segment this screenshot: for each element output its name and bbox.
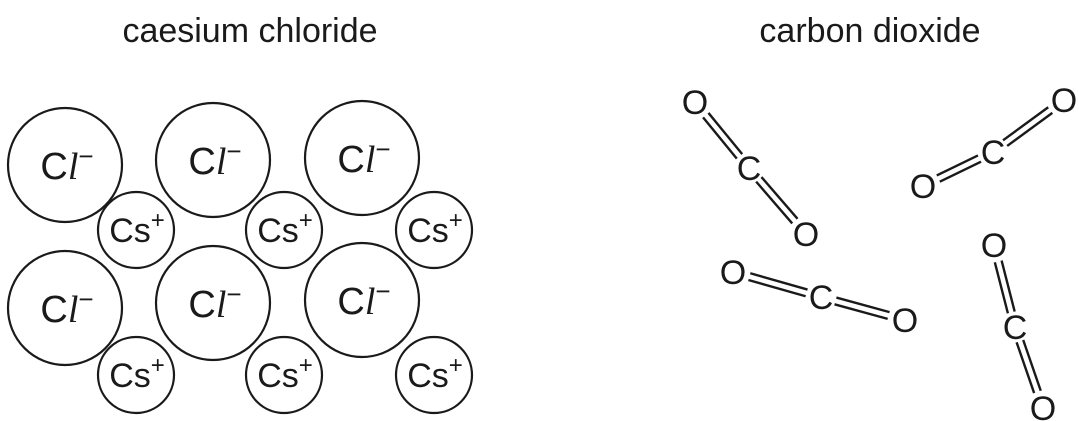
carbon-atom: C bbox=[737, 150, 762, 188]
double-bond-line bbox=[749, 272, 808, 291]
carbon-atom: C bbox=[809, 279, 834, 317]
chloride-ion: Cl− bbox=[303, 241, 421, 359]
caesium-ion: Cs+ bbox=[96, 190, 176, 270]
double-bond-line bbox=[1000, 260, 1016, 312]
chloride-ion-label: Cl− bbox=[40, 141, 93, 188]
caesium-ion-label: Cs+ bbox=[109, 207, 165, 250]
double-bond-line bbox=[702, 116, 738, 160]
oxygen-atom: O bbox=[981, 227, 1007, 265]
caesium-ion-label: Cs+ bbox=[407, 207, 463, 250]
oxygen-atom: O bbox=[682, 84, 708, 122]
oxygen-atom: O bbox=[910, 168, 936, 206]
double-bond-line bbox=[760, 176, 799, 220]
chloride-ion-circle bbox=[6, 106, 124, 224]
caesium-ion-label: Cs+ bbox=[109, 352, 165, 395]
chloride-ion: Cl− bbox=[154, 101, 272, 219]
chloride-ion-label: Cl− bbox=[337, 276, 390, 323]
chloride-ion-circle bbox=[303, 99, 421, 217]
chloride-ion-circle bbox=[303, 241, 421, 359]
caesium-ion-circle bbox=[394, 190, 474, 270]
chloride-ion-circle bbox=[154, 101, 272, 219]
chloride-ion-label: Cl− bbox=[337, 134, 390, 181]
double-bond-line bbox=[936, 154, 979, 177]
caesium-ion: Cs+ bbox=[394, 190, 474, 270]
caesium-ion-label: Cs+ bbox=[257, 352, 313, 395]
chloride-ion-label: Cl− bbox=[188, 279, 241, 326]
chloride-ion-label: Cl− bbox=[40, 284, 93, 331]
double-bond-line bbox=[993, 262, 1010, 314]
double-bond-line bbox=[748, 278, 806, 298]
chloride-ion-label: Cl− bbox=[188, 136, 241, 183]
caesium-ion-circle bbox=[394, 335, 474, 415]
double-bond-line bbox=[1002, 106, 1049, 142]
caesium-ion-label: Cs+ bbox=[257, 207, 313, 250]
double-bond-line bbox=[1006, 111, 1054, 147]
caesium-ion-circle bbox=[244, 335, 324, 415]
caesium-ion: Cs+ bbox=[244, 335, 324, 415]
double-bond-line bbox=[755, 180, 794, 225]
carbon-atom: C bbox=[1003, 309, 1028, 347]
carbon-atom: C bbox=[981, 134, 1006, 172]
double-bond-line bbox=[939, 160, 982, 183]
double-bond-line bbox=[1015, 341, 1036, 394]
chloride-ion: Cl− bbox=[154, 244, 272, 362]
chloride-ion: Cl− bbox=[6, 249, 124, 367]
double-bond-line bbox=[1022, 339, 1042, 392]
caesium-ion: Cs+ bbox=[96, 335, 176, 415]
chloride-ion: Cl− bbox=[303, 99, 421, 217]
caesium-ion-circle bbox=[96, 335, 176, 415]
double-bond-line bbox=[834, 303, 888, 321]
chloride-ion-circle bbox=[6, 249, 124, 367]
caesium-ion: Cs+ bbox=[394, 335, 474, 415]
oxygen-atom: O bbox=[720, 254, 746, 292]
chloride-ion-circle bbox=[154, 244, 272, 362]
carbon-dioxide-title: carbon dioxide bbox=[759, 12, 981, 50]
oxygen-atom: O bbox=[892, 302, 918, 340]
double-bond-line bbox=[836, 296, 890, 314]
caesium-chloride-title: caesium chloride bbox=[122, 12, 378, 50]
oxygen-atom: O bbox=[1030, 390, 1056, 421]
caesium-ion-circle bbox=[96, 190, 176, 270]
oxygen-atom: O bbox=[1051, 82, 1077, 120]
caesium-ion: Cs+ bbox=[244, 190, 324, 270]
double-bond-line bbox=[707, 112, 744, 155]
oxygen-atom: O bbox=[793, 216, 819, 254]
caesium-ion-label: Cs+ bbox=[407, 352, 463, 395]
caesium-ion-circle bbox=[244, 190, 324, 270]
chloride-ion: Cl− bbox=[6, 106, 124, 224]
